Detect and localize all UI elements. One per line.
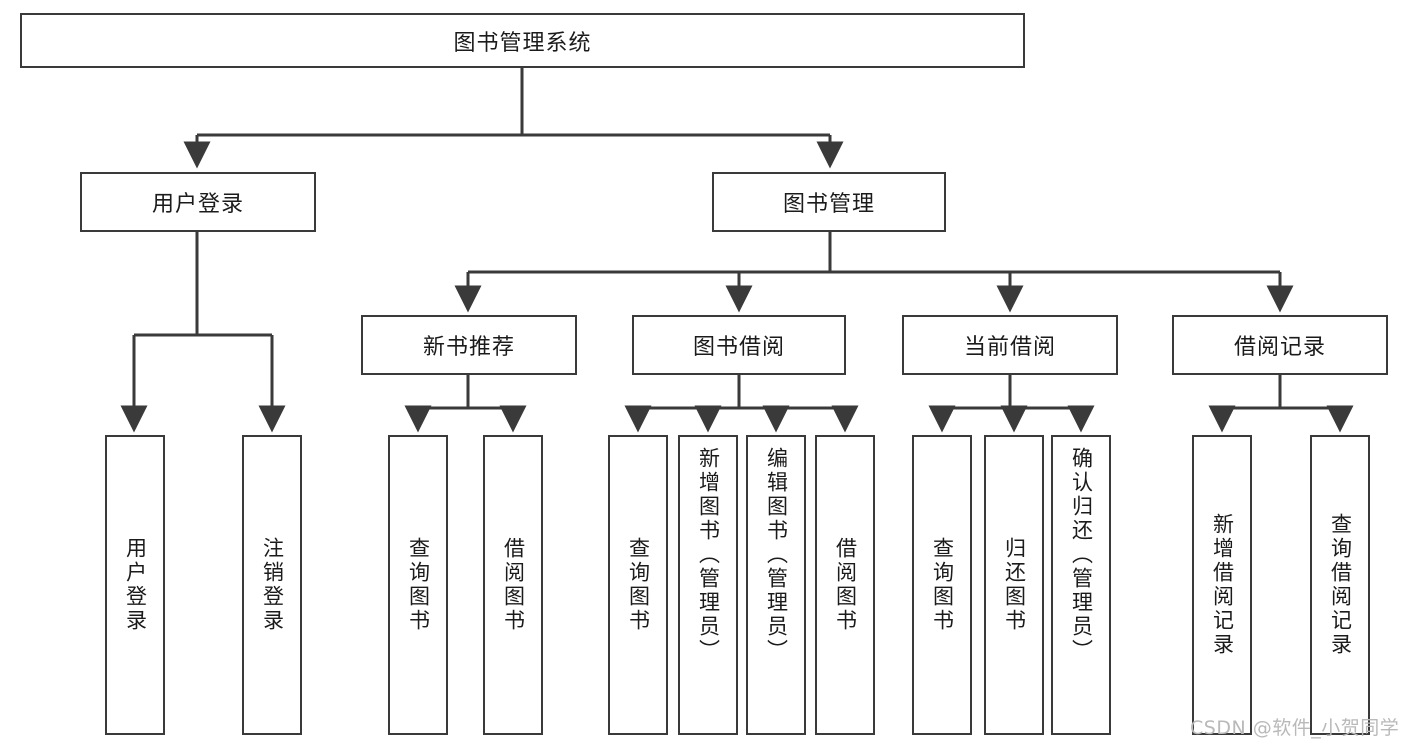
node-leaf-user-login[interactable]: 用户登录 [105,435,165,735]
node-leaf-query-book-borrow[interactable]: 查询图书 [608,435,668,735]
node-book-borrow[interactable]: 图书借阅 [632,315,846,375]
node-label: 注销登录 [260,537,285,633]
node-label: 当前借阅 [963,335,1056,360]
node-leaf-query-book-current[interactable]: 查询图书 [912,435,972,735]
node-borrow-record[interactable]: 借阅记录 [1172,315,1388,375]
node-label: 编辑图书（管理员） [764,447,789,663]
node-leaf-add-record[interactable]: 新增借阅记录 [1192,435,1252,735]
node-label: 用户登录 [123,537,148,633]
node-label: 查询图书 [930,537,955,633]
node-new-book-recommend[interactable]: 新书推荐 [361,315,577,375]
node-book-management[interactable]: 图书管理 [712,172,946,232]
node-label: 借阅图书 [501,537,526,633]
node-leaf-query-book-rec[interactable]: 查询图书 [388,435,448,735]
node-label: 用户登录 [151,192,244,217]
node-label: 确认归还（管理员） [1069,447,1094,663]
node-label: 归还图书 [1002,537,1027,633]
node-current-borrow[interactable]: 当前借阅 [902,315,1118,375]
node-label: 新书推荐 [422,335,515,360]
node-leaf-borrow-book-rec[interactable]: 借阅图书 [483,435,543,735]
node-label: 借阅图书 [833,537,858,633]
node-label: 借阅记录 [1233,335,1326,360]
node-label: 图书管理 [782,192,875,217]
node-leaf-logout[interactable]: 注销登录 [242,435,302,735]
node-label: 图书借阅 [692,335,785,360]
node-label: 查询图书 [626,537,651,633]
node-label: 新增借阅记录 [1210,513,1235,657]
node-leaf-return-book[interactable]: 归还图书 [984,435,1044,735]
node-label: 查询图书 [406,537,431,633]
node-leaf-borrow-book[interactable]: 借阅图书 [815,435,875,735]
node-label: 图书管理系统 [453,30,592,56]
node-leaf-add-book[interactable]: 新增图书（管理员） [678,435,738,735]
node-label: 查询借阅记录 [1328,513,1353,657]
node-root[interactable]: 图书管理系统 [20,13,1025,68]
node-label: 新增图书（管理员） [696,447,721,663]
node-leaf-query-record[interactable]: 查询借阅记录 [1310,435,1370,735]
node-leaf-edit-book[interactable]: 编辑图书（管理员） [746,435,806,735]
node-user-login[interactable]: 用户登录 [80,172,316,232]
csdn-watermark: CSDN @软件_小贺同学 [1190,717,1400,739]
node-leaf-confirm-return[interactable]: 确认归还（管理员） [1051,435,1111,735]
